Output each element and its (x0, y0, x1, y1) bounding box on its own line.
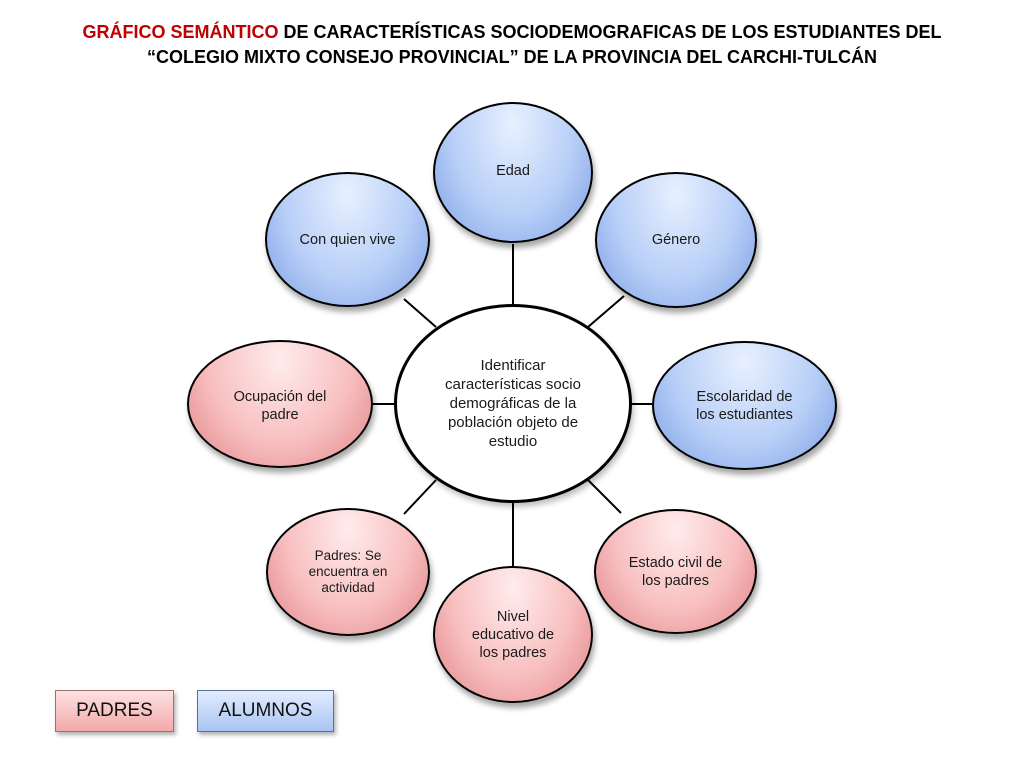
node-padres-actividad-line: actividad (321, 580, 375, 595)
center-line: Identificar (480, 357, 546, 374)
node-ocupacion: Ocupación del padre (187, 340, 373, 468)
connector-con-quien-vive (403, 298, 437, 328)
node-con-quien-vive: Con quien vive (265, 172, 430, 307)
node-escolaridad-line: los estudiantes (696, 406, 793, 423)
node-nivel-educativo-line: los padres (479, 644, 547, 661)
node-escolaridad: Escolaridad de los estudiantes (652, 341, 837, 470)
node-genero-label: Género (651, 232, 701, 248)
node-con-quien-vive-label: Con quien vive (299, 231, 396, 248)
connector-padres-actividad (403, 479, 437, 515)
node-ocupacion-line: Ocupación del (233, 389, 327, 405)
node-nivel-educativo: Nivel educativo de los padres (433, 566, 593, 703)
legend-alumnos: ALUMNOS (197, 690, 334, 732)
slide-title: GRÁFICO SEMÁNTICO DE CARACTERÍSTICAS SOC… (0, 20, 1024, 70)
node-estado-civil-line: Estado civil de (628, 554, 723, 571)
node-nivel-educativo-line: educativo de (471, 626, 555, 643)
title-rest: DE CARACTERÍSTICAS SOCIODEMOGRAFICAS DE … (278, 22, 942, 42)
center-line: población objeto de (447, 414, 579, 431)
node-escolaridad-line: Escolaridad de (696, 388, 793, 405)
title-line-1: GRÁFICO SEMÁNTICO DE CARACTERÍSTICAS SOC… (0, 20, 1024, 45)
node-nivel-educativo-line: Nivel (496, 608, 530, 625)
center-line: características socio (445, 376, 581, 393)
connector-estado-civil (587, 479, 622, 514)
center-line: estudio (488, 433, 538, 450)
node-estado-civil: Estado civil de los padres (594, 509, 757, 634)
node-padres-actividad-line: encuentra en (308, 564, 388, 579)
center-node: Identificar características socio demogr… (394, 304, 632, 503)
node-edad: Edad (433, 102, 593, 243)
title-accent: GRÁFICO SEMÁNTICO (82, 22, 279, 42)
node-estado-civil-line: los padres (642, 572, 709, 589)
legend-padres: PADRES (55, 690, 174, 732)
node-edad-label: Edad (496, 163, 530, 179)
node-ocupacion-line: padre (261, 407, 299, 423)
node-padres-actividad: Padres: Se encuentra en actividad (266, 508, 430, 636)
title-line-2: “COLEGIO MIXTO CONSEJO PROVINCIAL” DE LA… (146, 47, 878, 67)
node-padres-actividad-line: Padres: Se (314, 548, 382, 563)
connector-genero (587, 295, 625, 328)
center-line: demográficas de la (449, 395, 577, 412)
node-genero: Género (595, 172, 757, 308)
